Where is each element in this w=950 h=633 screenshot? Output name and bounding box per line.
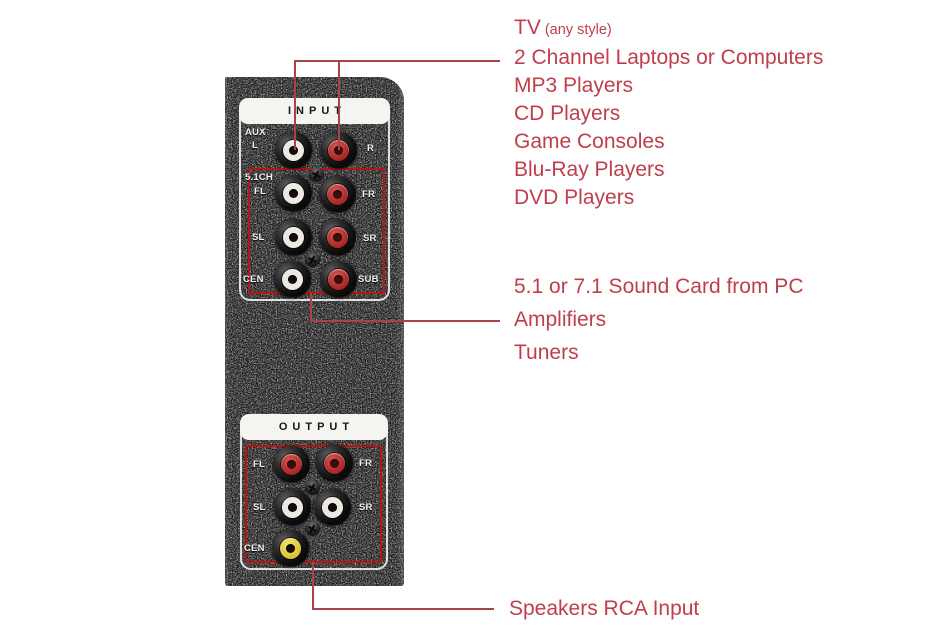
input-fr-label: FR [362,189,376,200]
input-sub-label: SUB [358,274,379,285]
output-callout-line-vertical [312,562,314,610]
rca-jack-input-fr [319,176,356,213]
aux-sources-list: TV(any style) 2 Channel Laptops or Compu… [514,14,823,212]
ch51-group-label: 5.1CH [245,172,273,183]
rca-jack-input-sub [320,261,357,298]
aux-source-item: Blu-Ray Players [514,158,665,181]
jack-ring [281,454,302,475]
ch51-sources-list: 5.1 or 7.1 Sound Card from PC Amplifiers… [514,270,803,369]
aux-source-item: Game Consoles [514,130,665,153]
aux-callout-line-right [338,60,340,150]
input-sr-label: SR [363,233,377,244]
output-section-title: OUTPUT [278,421,355,433]
input-section-title: INPUT [288,105,346,117]
jack-hole [334,275,343,284]
rca-jack-input-aux-l [275,132,312,169]
jack-ring [328,140,349,161]
rca-jack-output-sr [314,489,351,526]
output-section-box: OUTPUT [240,414,388,570]
jack-ring [324,453,345,474]
jack-hole [289,146,298,155]
jack-ring [327,184,348,205]
output-section-header: OUTPUT [240,414,388,440]
jack-ring [282,269,303,290]
jack-hole [333,233,342,242]
output-cen-label: CEN [244,543,265,554]
rca-jack-input-sl [275,219,312,256]
rca-jack-input-cen [274,261,311,298]
jack-hole [286,544,295,553]
output-note-label: Speakers RCA Input [509,597,700,620]
aux-group-label: AUX [245,127,266,138]
jack-ring [327,227,348,248]
aux-sources-title-note: (any style) [544,22,612,38]
jack-hole [289,189,298,198]
jack-ring [283,183,304,204]
rca-jack-output-sl [274,489,311,526]
ch51-source-item: 5.1 or 7.1 Sound Card from PC [514,275,804,298]
aux-callout-line-horizontal [294,60,500,62]
input-section-header: INPUT [239,98,390,124]
aux-source-item: MP3 Players [514,74,634,97]
jack-hole [288,503,297,512]
ch51-source-item: Tuners [514,341,579,364]
aux-sources-title: TV(any style) [514,14,823,44]
aux-left-label: L [252,140,259,151]
aux-sources-title-main: TV [514,16,541,39]
jack-hole [289,233,298,242]
rca-jack-output-fl [273,446,310,483]
rca-jack-output-cen [272,530,309,567]
speaker-rear-panel: INPUT AUX L R 5.1CH FL FR SL SR [225,77,404,586]
aux-source-item: CD Players [514,102,621,125]
rca-jack-input-fl [275,175,312,212]
jack-hole [334,146,343,155]
input-fl-label: FL [254,186,267,197]
jack-ring [280,538,301,559]
jack-hole [330,459,339,468]
jack-hole [287,460,296,469]
rca-jack-input-sr [319,219,356,256]
jack-ring [283,227,304,248]
ch51-source-item: Amplifiers [514,308,607,331]
jack-ring [322,497,343,518]
input-section-box: INPUT [239,98,390,301]
aux-callout-line-left [294,60,296,150]
ch51-callout-line-horizontal [310,320,500,322]
jack-hole [333,190,342,199]
output-fl-label: FL [253,459,266,470]
output-sl-label: SL [253,502,266,513]
aux-source-item: DVD Players [514,186,635,209]
jack-hole [288,275,297,284]
jack-ring [283,140,304,161]
aux-right-label: R [367,143,375,154]
jack-ring [328,269,349,290]
input-sl-label: SL [252,232,265,243]
output-callout-line-horizontal [312,608,494,610]
ch51-callout-line-vertical [310,293,312,322]
jack-hole [328,503,337,512]
rca-jack-output-fr [316,445,353,482]
output-sr-label: SR [359,502,373,513]
jack-ring [282,497,303,518]
input-cen-label: CEN [243,274,264,285]
aux-source-item: 2 Channel Laptops or Computers [514,46,824,69]
output-fr-label: FR [359,458,373,469]
